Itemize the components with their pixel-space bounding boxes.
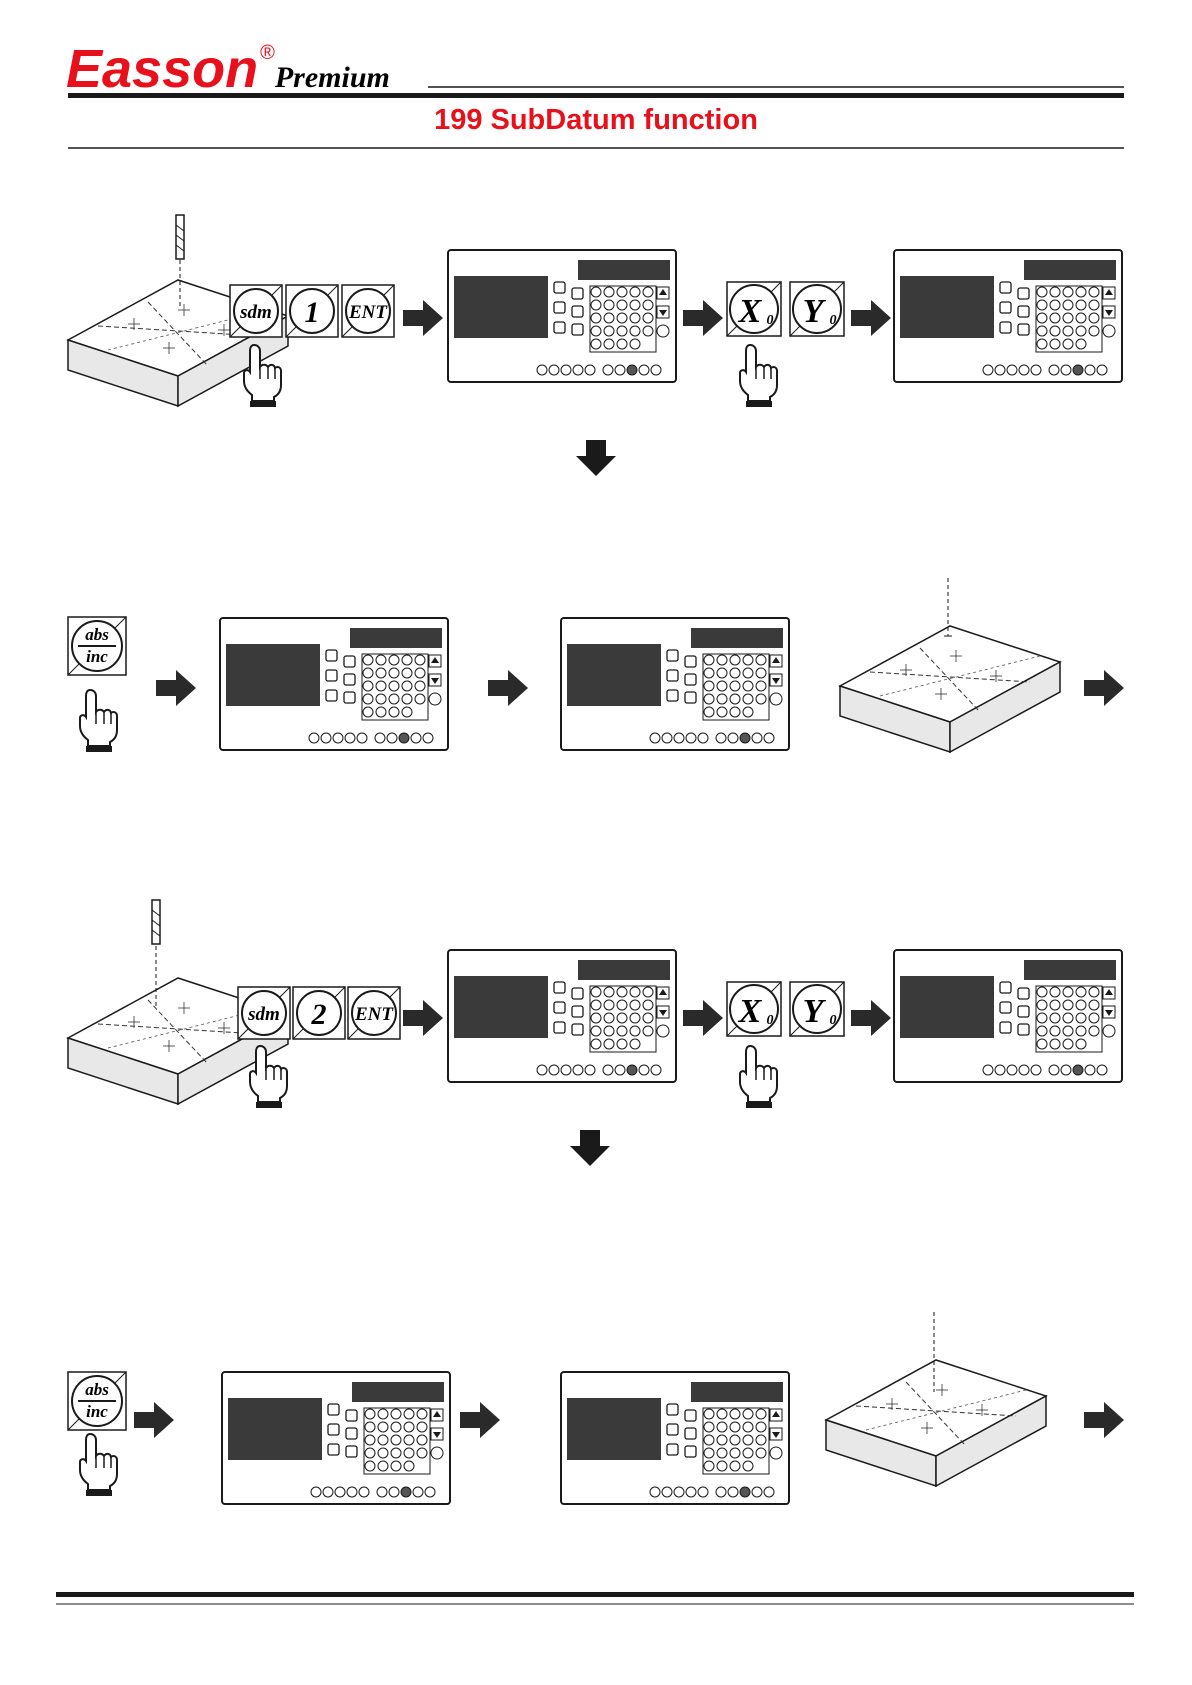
inc-key-label: inc	[86, 647, 108, 666]
pointing-hand-icon	[80, 690, 117, 752]
arrow-down-icon	[570, 1130, 610, 1166]
arrow-right-icon	[851, 300, 891, 336]
x-zero-subscript: 0	[767, 1013, 774, 1028]
arrow-right-icon	[851, 1000, 891, 1036]
dro-console-icon	[222, 1372, 450, 1504]
sdm-key-label: sdm	[239, 302, 272, 323]
pointing-hand-icon	[740, 1046, 777, 1108]
y-zero-subscript: 0	[830, 1013, 837, 1028]
arrow-right-icon	[1084, 1402, 1124, 1438]
dro-console-icon	[894, 950, 1122, 1082]
arrow-down-icon	[576, 440, 616, 476]
x-axis-key-label: X	[738, 293, 763, 330]
arrow-right-icon	[134, 1402, 174, 1438]
arrow-right-icon	[683, 300, 723, 336]
abs-key-label: abs	[85, 1380, 109, 1399]
y-axis-key-label: Y	[803, 993, 827, 1030]
ent-key-label: ENT	[348, 302, 388, 323]
row2-workpiece	[840, 578, 1060, 752]
dro-console-icon	[448, 950, 676, 1082]
ent-key-label: ENT	[354, 1004, 394, 1025]
x-zero-subscript: 0	[767, 313, 774, 328]
y-zero-subscript: 0	[830, 313, 837, 328]
arrow-right-icon	[683, 1000, 723, 1036]
number-2-key-label: 2	[311, 998, 327, 1031]
dro-console-icon	[220, 618, 448, 750]
inc-key-label: inc	[86, 1402, 108, 1421]
y-axis-key-label: Y	[803, 293, 827, 330]
abs-key-label: abs	[85, 625, 109, 644]
row4-workpiece	[826, 1312, 1046, 1486]
dro-console-icon	[448, 250, 676, 382]
arrow-right-icon	[403, 300, 443, 336]
arrow-right-icon	[1084, 670, 1124, 706]
dro-console-icon	[894, 250, 1122, 382]
arrow-right-icon	[460, 1402, 500, 1438]
arrow-right-icon	[156, 670, 196, 706]
sdm-key-label: sdm	[247, 1004, 280, 1025]
arrow-right-icon	[403, 1000, 443, 1036]
dro-console-icon	[561, 618, 789, 750]
x-axis-key-label: X	[738, 993, 763, 1030]
header-rule-thick	[68, 93, 1124, 98]
pointing-hand-icon	[80, 1434, 117, 1496]
footer-rule-thick	[56, 1592, 1134, 1597]
number-1-key-label: 1	[305, 296, 320, 329]
pointing-hand-icon	[740, 345, 777, 407]
dro-console-icon	[561, 1372, 789, 1504]
arrow-right-icon	[488, 670, 528, 706]
